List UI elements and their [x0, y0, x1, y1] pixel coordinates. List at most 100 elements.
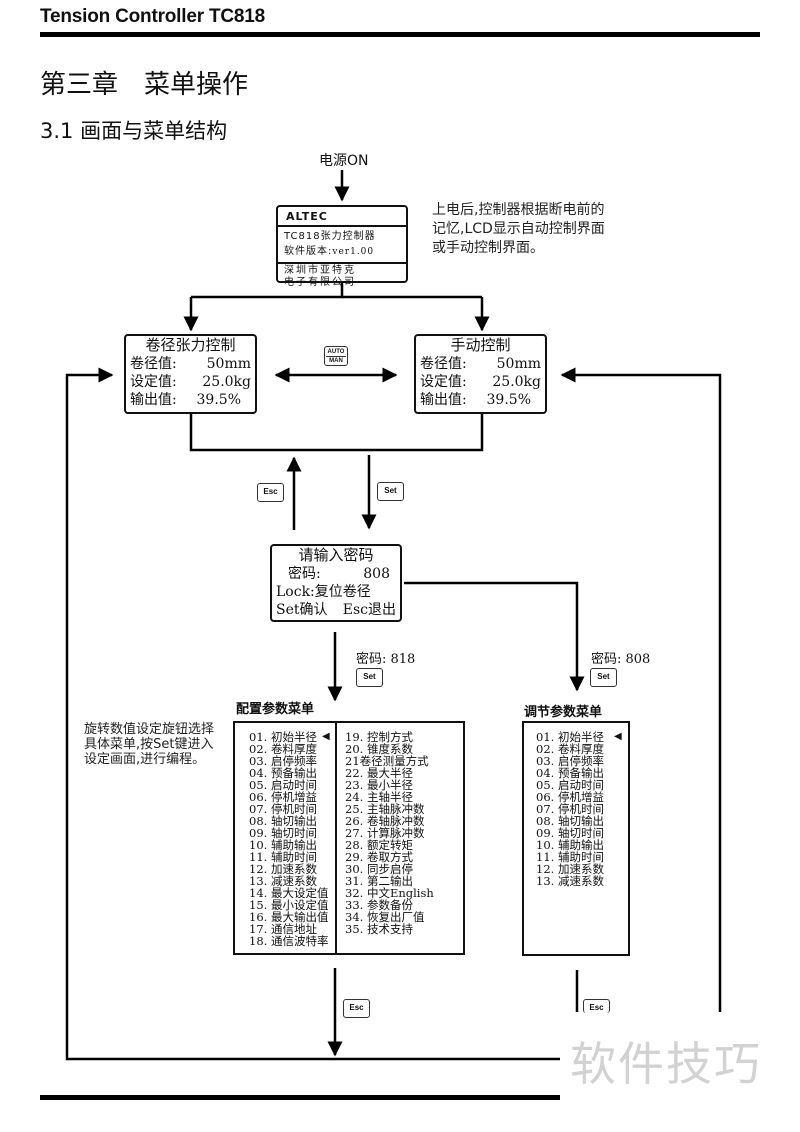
- menu-item[interactable]: 03. 启停频率: [249, 754, 317, 768]
- rotate-knob-note: 旋转数值设定旋钮选择 具体菜单,按Set键进入 设定画面,进行编程。: [84, 722, 215, 767]
- lock-row: Lock:复位卷径: [276, 584, 371, 600]
- adjust-set-key[interactable]: Set: [590, 668, 617, 687]
- menu-item[interactable]: 30. 同步启停: [345, 862, 413, 876]
- adjust-password-hint: 密码: 808: [591, 652, 651, 667]
- menu-item[interactable]: 10. 辅助输出: [536, 838, 604, 852]
- manual-control-screen: 手动控制 卷径值:50mm 设定值:25.0kg 输出值:39.5%: [414, 334, 547, 414]
- menu-item[interactable]: 05. 启动时间: [249, 778, 317, 792]
- menu-item[interactable]: 27. 计算脉冲数: [345, 826, 425, 840]
- menu-item[interactable]: 03. 启停频率: [536, 754, 604, 768]
- menu-item[interactable]: 08. 轴切输出: [249, 814, 317, 828]
- esc-key[interactable]: Esc: [257, 483, 284, 502]
- menu-item[interactable]: 07. 停机时间: [536, 802, 604, 816]
- menu-item[interactable]: 01. 初始半径: [249, 730, 317, 744]
- menu-item[interactable]: 32. 中文English: [345, 886, 434, 900]
- manual-screen-title: 手动控制: [450, 336, 511, 354]
- menu-item[interactable]: 06. 停机增益: [249, 790, 317, 804]
- power-on-label: 电源ON: [319, 153, 369, 169]
- menu-item[interactable]: 18. 通信波特率: [249, 934, 329, 948]
- menu-item[interactable]: 04. 预备输出: [249, 766, 317, 780]
- menu-item[interactable]: 06. 停机增益: [536, 790, 604, 804]
- menu-item[interactable]: 02. 卷料厚度: [249, 742, 317, 756]
- return-loop-left: [65, 367, 560, 1061]
- auto-row-output: 输出值:39.5%: [130, 392, 241, 408]
- menu-item[interactable]: 34. 恢复出厂值: [345, 910, 425, 924]
- document-header-title: Tension Controller TC818: [40, 6, 265, 27]
- splash-company-2: 电子有限公司: [284, 277, 356, 288]
- adjust-esc-key[interactable]: Esc: [583, 999, 610, 1013]
- chapter-number: 第三章: [40, 70, 119, 100]
- manual-row-setpoint: 设定值:25.0kg: [420, 374, 541, 390]
- splash-company-1: 深圳市亚特克: [284, 265, 356, 276]
- config-password-hint: 密码: 818: [356, 652, 416, 667]
- menu-item[interactable]: 25. 主轴脉冲数: [345, 802, 425, 816]
- return-loop-right: [560, 367, 722, 1012]
- menu-item[interactable]: 16. 最大输出值: [249, 910, 329, 924]
- menu-item[interactable]: 09. 轴切时间: [249, 826, 317, 840]
- power-note: 上电后,控制器根据断电前的 记忆,LCD显示自动控制界面 或手动控制界面。: [432, 202, 605, 256]
- adjust-menu-title: 调节参数菜单: [524, 705, 603, 720]
- menu-item[interactable]: 29. 卷取方式: [345, 850, 413, 864]
- menu-item[interactable]: 15. 最小设定值: [249, 898, 329, 912]
- config-set-key[interactable]: Set: [356, 668, 383, 687]
- splash-screen: ALTEC TC818张力控制器 软件版本:ver1.00 深圳市亚特克 电子有…: [276, 205, 408, 288]
- menu-item[interactable]: 05. 启动时间: [536, 778, 604, 792]
- menu-item[interactable]: 31. 第二输出: [345, 874, 413, 888]
- menu-item[interactable]: 26. 卷轴脉冲数: [345, 814, 425, 828]
- menu-item[interactable]: 24. 主轴半径: [345, 790, 413, 804]
- splash-version: 软件版本:ver1.00: [278, 244, 406, 264]
- watermark: 软件技巧: [566, 1028, 766, 1094]
- menu-item[interactable]: 35. 技术支持: [345, 922, 413, 936]
- chapter-heading: 第三章菜单操作: [40, 64, 248, 101]
- footer-rule: [40, 1095, 560, 1100]
- menu-item[interactable]: 17. 通信地址: [249, 922, 317, 936]
- menu-item[interactable]: 12. 加速系数: [249, 862, 317, 876]
- menu-item[interactable]: 20. 锥度系数: [345, 742, 413, 756]
- chapter-title: 菜单操作: [144, 70, 249, 100]
- auto-man-key[interactable]: AUTO MAN: [324, 346, 348, 366]
- selection-cursor-icon: ◀: [322, 731, 330, 742]
- screens-merge-line: [189, 414, 484, 452]
- header-rule: [40, 32, 760, 37]
- menu-item[interactable]: 19. 控制方式: [345, 730, 413, 744]
- selection-cursor-icon: ◀: [614, 731, 622, 742]
- menu-item[interactable]: 09. 轴切时间: [536, 826, 604, 840]
- menu-item[interactable]: 11. 辅助时间: [536, 850, 604, 864]
- menu-item[interactable]: 01. 初始半径: [536, 730, 604, 744]
- menu-item[interactable]: 33. 参数备份: [345, 898, 413, 912]
- auto-tension-screen: 卷径张力控制 卷径值:50mm 设定值:25.0kg 输出值:39.5%: [124, 334, 257, 414]
- menu-item[interactable]: 11. 辅助时间: [249, 850, 317, 864]
- password-row: 密码:808: [288, 566, 390, 582]
- menu-item[interactable]: 02. 卷料厚度: [536, 742, 604, 756]
- auto-screen-title: 卷径张力控制: [145, 336, 236, 354]
- config-esc-key[interactable]: Esc: [343, 999, 370, 1018]
- menu-item[interactable]: 08. 轴切输出: [536, 814, 604, 828]
- menu-item[interactable]: 07. 停机时间: [249, 802, 317, 816]
- set-key[interactable]: Set: [377, 482, 404, 501]
- manual-row-output: 输出值:39.5%: [420, 392, 531, 408]
- section-heading: 3.1 画面与菜单结构: [40, 119, 228, 143]
- config-menu-divider: [335, 723, 337, 953]
- menu-item[interactable]: 28. 额定转矩: [345, 838, 413, 852]
- menu-item[interactable]: 04. 预备输出: [536, 766, 604, 780]
- menu-item[interactable]: 12. 加速系数: [536, 862, 604, 876]
- menu-item[interactable]: 21卷径测量方式: [345, 754, 429, 768]
- menu-item[interactable]: 14. 最大设定值: [249, 886, 329, 900]
- auto-row-setpoint: 设定值:25.0kg: [130, 374, 251, 390]
- splash-model: TC818张力控制器: [284, 231, 376, 242]
- manual-row-diameter: 卷径值:50mm: [420, 356, 541, 372]
- menu-item[interactable]: 13. 减速系数: [536, 874, 604, 888]
- config-menu-title: 配置参数菜单: [236, 702, 315, 717]
- menu-item[interactable]: 22. 最大半径: [345, 766, 413, 780]
- adjust-branch-arrow: [404, 581, 585, 692]
- splash-brand: ALTEC: [278, 207, 406, 227]
- menu-item[interactable]: 23. 最小半径: [345, 778, 413, 792]
- auto-row-diameter: 卷径值:50mm: [130, 356, 251, 372]
- menu-item[interactable]: 13. 减速系数: [249, 874, 317, 888]
- menu-item[interactable]: 10. 辅助输出: [249, 838, 317, 852]
